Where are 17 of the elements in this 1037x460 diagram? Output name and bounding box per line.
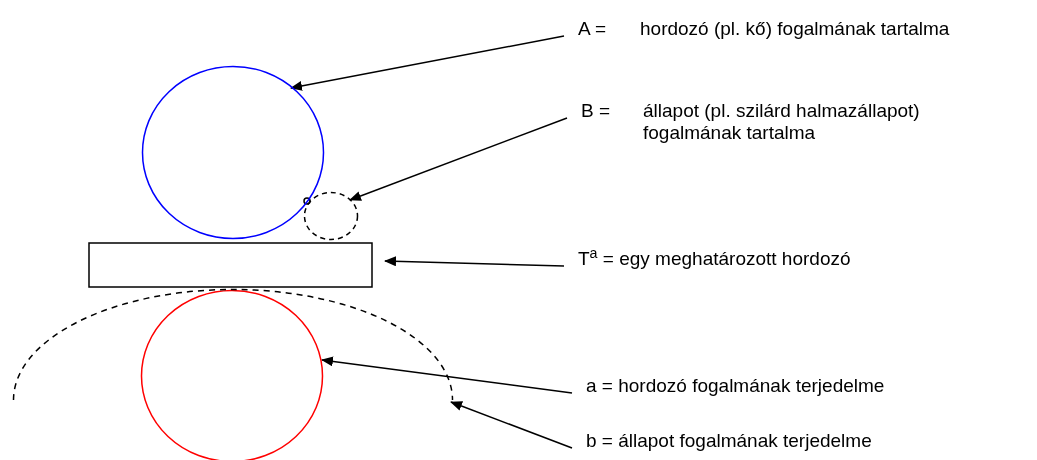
- leader-arrow: [450, 401, 573, 449]
- term-symbol: A =: [578, 18, 607, 40]
- term-symbol: B =: [581, 100, 612, 122]
- circle-outline: [303, 191, 359, 241]
- circle-outline: [141, 65, 325, 240]
- leader-arrow: [321, 356, 573, 394]
- leader-arrow: [290, 35, 565, 91]
- leader-arrow: [349, 117, 568, 201]
- rectangle-bar: [88, 242, 373, 288]
- definition-text: T$^{a}$ = egy meghatározott hordozó: [578, 248, 852, 270]
- leader-arrow: [384, 256, 565, 267]
- definition-text: a = hordozó fogalmának terjedelme: [586, 375, 886, 397]
- definition-text: állapot (pl. szilárd halmazállapot) fogalmának tartalma: [643, 100, 921, 144]
- definition-text: b = állapot fogalmának terjedelme: [586, 430, 873, 452]
- dashed-arc: [12, 288, 454, 400]
- definition-text: hordozó (pl. kő) fogalmának tartalma: [640, 18, 951, 40]
- circle-outline: [140, 289, 324, 460]
